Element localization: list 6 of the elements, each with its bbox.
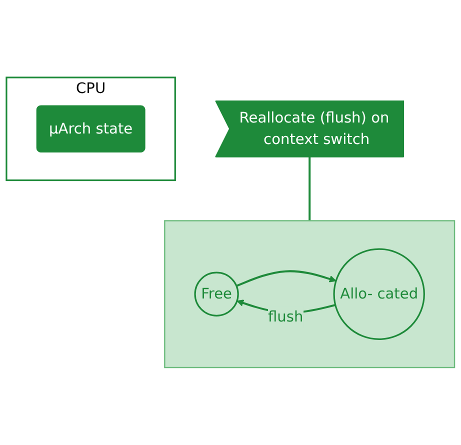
edge-label: flush <box>268 308 304 326</box>
connector <box>308 156 311 221</box>
node-circle: Allo- cated <box>333 248 425 340</box>
cluster <box>164 220 456 368</box>
arrow <box>236 270 336 287</box>
node-circle: Free <box>194 272 239 316</box>
